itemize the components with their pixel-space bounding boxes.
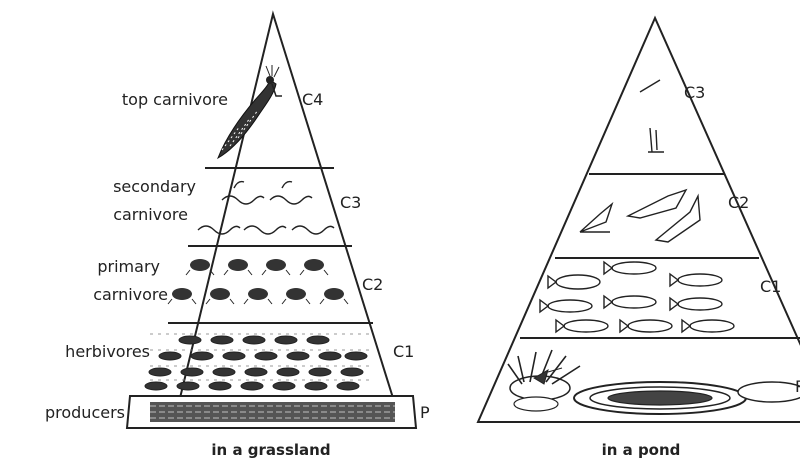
snake-icon <box>244 226 286 234</box>
grassland-caption: in a grassland <box>211 441 330 459</box>
snake-icon <box>198 226 240 234</box>
grassland-label-c3-line2: carnivore <box>113 205 188 224</box>
frog-icon <box>282 288 310 304</box>
grassland-code-p: P <box>420 403 430 422</box>
pond-code-c1: C1 <box>760 277 781 296</box>
frog-icon <box>262 259 290 275</box>
small-fish-icon <box>540 300 592 312</box>
grassland-label-c2-line1: primary <box>97 257 160 276</box>
grassland-label-c4: top carnivore <box>122 90 228 109</box>
pond-code-c2: C2 <box>728 193 749 212</box>
grassland-code-c3: C3 <box>340 193 361 212</box>
snake-icon <box>292 226 334 234</box>
small-fish-icons <box>540 262 734 332</box>
small-fish-icon <box>604 296 656 308</box>
snake-icons <box>198 182 334 234</box>
small-fish-icon <box>670 298 722 310</box>
grassland-label-p: producers <box>45 403 125 422</box>
large-fish-icon <box>656 196 700 242</box>
aquatic-plants-icon <box>508 350 800 414</box>
grassland-code-c1: C1 <box>393 342 414 361</box>
frog-icons <box>168 259 348 304</box>
pond-code-c3: C3 <box>684 83 705 102</box>
snake-icon <box>270 182 312 204</box>
grasshopper-row-4 <box>145 382 359 390</box>
frog-icon <box>244 288 272 304</box>
grassland-pyramid: top carnivore secondary carnivore primar… <box>45 14 430 459</box>
peacock-icon <box>218 65 282 158</box>
grasshopper-row-1 <box>179 336 329 344</box>
small-fish-icon <box>670 274 722 286</box>
small-fish-icon <box>548 275 600 289</box>
grassland-code-c4: C4 <box>302 90 323 109</box>
grassland-code-c2: C2 <box>362 275 383 294</box>
frog-icon <box>168 288 196 304</box>
small-fish-icon <box>604 262 656 274</box>
grasshopper-row-3 <box>149 368 363 376</box>
small-fish-icon <box>620 320 672 332</box>
small-fish-icon <box>682 320 734 332</box>
frog-icon <box>300 259 328 275</box>
large-fish-icon <box>628 190 686 218</box>
grassland-label-c2-line2: carnivore <box>93 285 168 304</box>
frog-icon <box>206 288 234 304</box>
grasshopper-icons <box>145 334 370 390</box>
large-fish-icons <box>580 190 700 242</box>
frog-icon <box>320 288 348 304</box>
grassland-label-c1: herbivores <box>65 342 150 361</box>
bird-icon <box>640 80 664 152</box>
pond-pyramid-outline <box>478 18 800 422</box>
pond-caption: in a pond <box>602 441 681 459</box>
pond-code-p: P <box>795 377 800 396</box>
large-fish-icon <box>580 204 612 232</box>
grassland-label-c3-line1: secondary <box>113 177 196 196</box>
pond-pyramid: C3 C2 C1 P in a pond <box>478 18 800 459</box>
frog-icon <box>224 259 252 275</box>
small-fish-icon <box>556 320 608 332</box>
